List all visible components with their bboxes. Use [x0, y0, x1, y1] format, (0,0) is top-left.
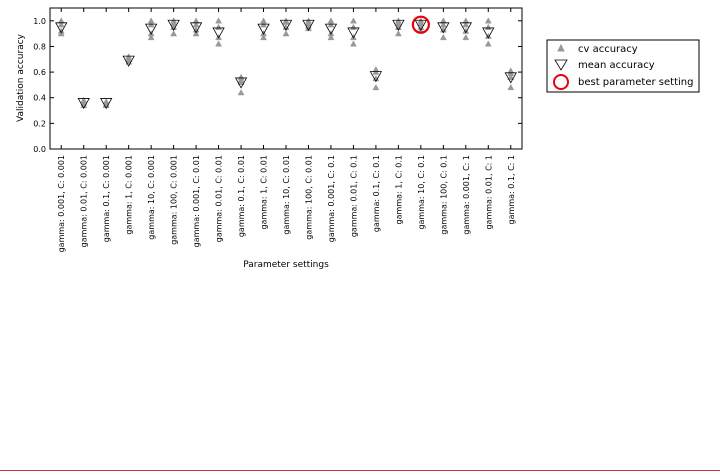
legend-mean-label: mean accuracy [578, 60, 655, 71]
mean-accuracy-point [302, 19, 315, 31]
mean-accuracy-point [212, 27, 225, 39]
cv-accuracy-point [350, 17, 357, 24]
mean-accuracy-point [369, 71, 383, 83]
x-axis-label: Parameter settings [243, 260, 329, 270]
mean-accuracy-point [392, 19, 405, 31]
plot-area [55, 15, 517, 110]
mean-accuracy-point [77, 98, 90, 110]
cv-accuracy-point [215, 17, 222, 24]
x-tick-label: gamma: 0.001, C: 0.001 [57, 155, 66, 252]
mean-accuracy-point [257, 23, 270, 35]
cv-accuracy-point [484, 40, 492, 47]
y-tick-label: 0.6 [33, 68, 46, 77]
x-tick-label: gamma: 0.01, C: 0.01 [215, 155, 224, 242]
x-tick-label: gamma: 0.001, C: 0.01 [192, 155, 201, 247]
x-tick-label: gamma: 10, C: 0.001 [147, 155, 156, 240]
cv-accuracy-point [57, 21, 65, 28]
mean-accuracy-point [459, 22, 472, 34]
x-tick-label: gamma: 1, C: 0.01 [260, 155, 269, 230]
x-tick-label: gamma: 10, C: 0.1 [417, 155, 426, 230]
x-tick-label: gamma: 0.01, C: 0.001 [80, 155, 89, 247]
cv-accuracy-point [507, 83, 515, 91]
cv-accuracy-point [147, 33, 155, 41]
mean-accuracy-point [122, 55, 135, 67]
cv-accuracy-point [462, 21, 470, 28]
legend-cv-label: cv accuracy [578, 44, 638, 55]
cv-accuracy-point [372, 83, 380, 91]
mean-accuracy-point [144, 23, 158, 35]
legend-best-label: best parameter setting [578, 77, 693, 88]
y-tick-label: 0.2 [33, 119, 46, 128]
legend: cv accuracy mean accuracy best parameter… [546, 39, 700, 93]
y-axis-label: Validation accuracy [16, 33, 26, 122]
x-tick-label: gamma: 100, C: 0.001 [170, 155, 179, 245]
legend-box [546, 39, 700, 93]
cv-accuracy-point [237, 78, 245, 85]
best-parameter-marker [411, 15, 430, 34]
legend-best-marker [553, 74, 569, 90]
x-tick-label: gamma: 1, C: 0.1 [394, 155, 403, 224]
legend-cv-marker [557, 43, 565, 52]
cv-accuracy-point [394, 30, 402, 37]
mean-accuracy-point [55, 22, 68, 34]
mean-accuracy-point [347, 27, 360, 39]
y-tick-label: 0.4 [33, 94, 46, 103]
x-tick-label: gamma: 1, C: 0.001 [125, 155, 134, 235]
cv-accuracy-point [462, 33, 470, 41]
x-tick-label: gamma: 100, C: 0.01 [304, 155, 313, 240]
cv-accuracy-point [350, 40, 357, 47]
mean-accuracy-point [189, 22, 203, 34]
mean-accuracy-point [100, 98, 113, 110]
bottom-rule [0, 470, 720, 471]
y-tick-label: 1.0 [33, 17, 46, 26]
cv-accuracy-point [350, 23, 357, 30]
mean-accuracy-point [504, 72, 517, 84]
mean-accuracy-point [234, 77, 248, 89]
legend-mean-marker [554, 59, 568, 71]
cv-accuracy-point [260, 33, 267, 41]
x-tick-label: gamma: 0.1, C: 0.1 [372, 155, 381, 232]
mean-accuracy-point [437, 22, 450, 34]
cv-accuracy-point [215, 23, 222, 30]
x-tick-label: gamma: 0.1, C: 0.001 [102, 155, 111, 242]
mean-accuracy-point [414, 19, 428, 31]
x-tick-label: gamma: 0.01, C: 1 [484, 155, 493, 230]
cv-accuracy-point [484, 23, 492, 30]
x-tick-label: gamma: 100, C: 0.1 [439, 155, 448, 235]
cv-accuracy-point [327, 33, 335, 41]
cv-accuracy-point [439, 33, 447, 41]
mean-accuracy-point [324, 23, 338, 35]
cv-accuracy-point [215, 40, 222, 47]
x-tick-label: gamma: 0.1, C: 0.01 [237, 155, 246, 237]
x-tick-label: gamma: 0.1, C: 1 [507, 155, 516, 224]
mean-accuracy-point [279, 19, 293, 31]
y-tick-label: 0.0 [33, 145, 46, 154]
y-tick-label: 0.8 [33, 42, 46, 51]
x-tick-label: gamma: 10, C: 0.01 [282, 155, 291, 235]
x-ticks: gamma: 0.001, C: 0.001 gamma: 0.01, C: 0.… [57, 8, 516, 252]
cv-accuracy-point [237, 89, 245, 96]
x-tick-label: gamma: 0.001, C: 0.1 [327, 155, 336, 242]
cv-accuracy-point [282, 30, 290, 37]
y-ticks: 0.0 0.2 0.4 0.6 0.8 1.0 [33, 17, 522, 154]
cv-accuracy-point [170, 30, 178, 37]
x-tick-label: gamma: 0.001, C: 1 [462, 155, 471, 235]
cv-accuracy-point [484, 17, 492, 24]
mean-accuracy-point [167, 19, 180, 31]
mean-accuracy-point [482, 27, 495, 39]
cv-accuracy-point [507, 73, 515, 80]
x-tick-label: gamma: 0.01, C: 0.1 [349, 155, 358, 237]
